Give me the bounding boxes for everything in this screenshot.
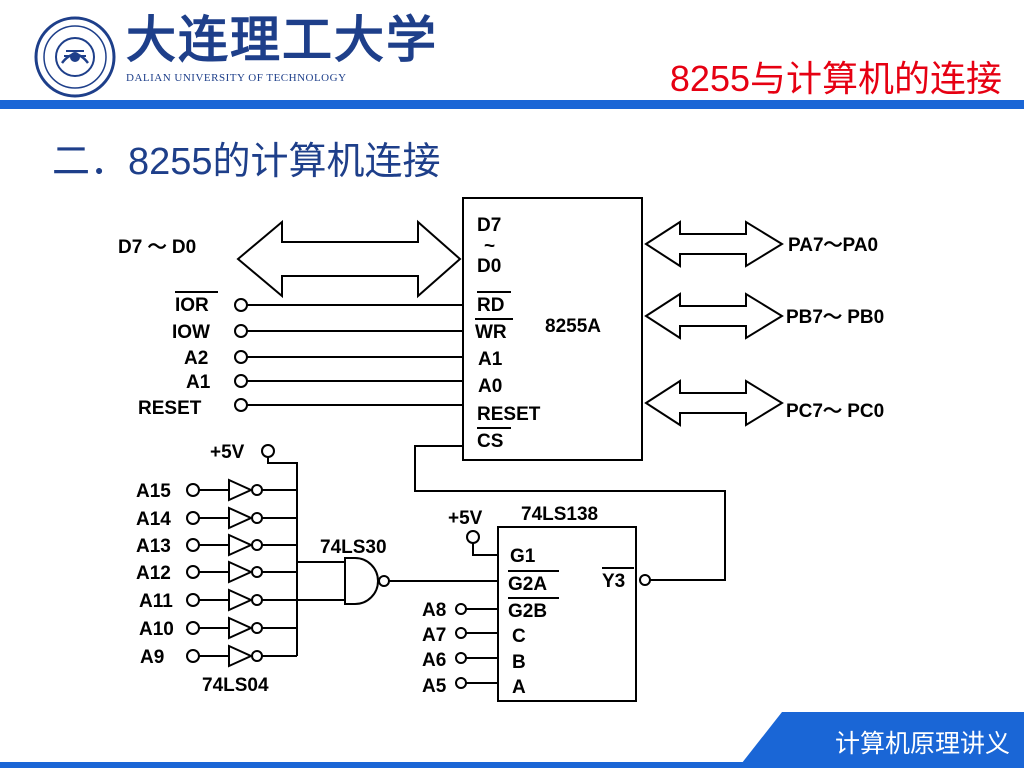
pin-wr: WR <box>475 322 507 343</box>
dec-pin-b: B <box>512 652 526 673</box>
pin-reset: RESET <box>477 404 541 425</box>
dec-pin-g1: G1 <box>510 546 536 567</box>
data-bus-arrow <box>236 219 462 299</box>
vcc-left-label: +5V <box>210 442 245 463</box>
university-name-en: DALIAN UNIVERSITY OF TECHNOLOGY <box>126 72 347 84</box>
addr-a11-label: A11 <box>139 591 173 612</box>
port-b-label: PB7～ PB0 <box>786 307 884 328</box>
inverter-name: 74LS04 <box>202 675 269 696</box>
decoder-name: 74LS138 <box>521 504 598 525</box>
dec-pin-g2a: G2A <box>508 574 547 595</box>
nand-74ls30 <box>297 557 498 605</box>
dec-pin-g2b: G2B <box>508 601 547 622</box>
nand-name: 74LS30 <box>320 537 387 558</box>
pin-rd: RD <box>477 295 504 316</box>
pin-a1: A1 <box>478 349 503 370</box>
port-b-arrow <box>644 292 784 340</box>
data-bus-label: D7 ～ D0 <box>118 237 196 258</box>
section-title: 二．8255的计算机连接 <box>52 141 441 183</box>
decoder-74ls138-box <box>497 526 637 702</box>
addr-a15-label: A15 <box>136 481 171 502</box>
dec-input-a8-label: A8 <box>422 600 446 621</box>
signal-a1-label: A1 <box>186 372 211 393</box>
pin-a0: A0 <box>478 376 502 397</box>
dec-input-a5-label: A5 <box>422 676 447 697</box>
dec-input-a7-label: A7 <box>422 625 446 646</box>
signal-a2-label: A2 <box>184 348 208 369</box>
signal-ior-label: IOR <box>175 295 209 316</box>
dec-pin-a: A <box>512 677 526 698</box>
vcc-left-rail <box>267 457 298 656</box>
signal-reset-label: RESET <box>138 398 202 419</box>
dec-input-a6-label: A6 <box>422 650 446 671</box>
port-c-label: PC7～ PC0 <box>786 401 884 422</box>
addr-a10-label: A10 <box>139 619 174 640</box>
slide-title: 8255与计算机的连接 <box>669 58 1002 99</box>
pin-d0: D0 <box>477 256 501 277</box>
addr-a9-label: A9 <box>140 647 164 668</box>
university-seal-icon <box>34 16 116 98</box>
port-a-label: PA7～PA0 <box>788 235 878 256</box>
vcc-right-label: +5V <box>448 508 483 529</box>
bus-signal-wires <box>234 298 463 412</box>
dec-pin-c: C <box>512 626 526 647</box>
chip-8255a-box <box>462 197 643 461</box>
port-c-arrow <box>644 379 784 427</box>
addr-a12-label: A12 <box>136 563 171 584</box>
university-name-cn: 大连理工大学 <box>126 10 438 69</box>
header: 大连理工大学 DALIAN UNIVERSITY OF TECHNOLOGY 8… <box>0 0 1024 100</box>
pin-d7: D7 <box>477 215 501 236</box>
pin-cs: CS <box>477 431 503 452</box>
cs-to-y3-wire <box>414 445 726 581</box>
inverter-74ls04 <box>186 478 297 668</box>
addr-a13-label: A13 <box>136 536 171 557</box>
signal-iow-label: IOW <box>172 322 210 343</box>
addr-a14-label: A14 <box>136 509 171 530</box>
header-divider-bar <box>0 100 1024 109</box>
dec-pin-y3: Y3 <box>602 571 625 592</box>
port-a-arrow <box>644 220 784 268</box>
pin-tilde: ~ <box>484 236 495 257</box>
chip-8255a-name: 8255A <box>545 316 601 337</box>
